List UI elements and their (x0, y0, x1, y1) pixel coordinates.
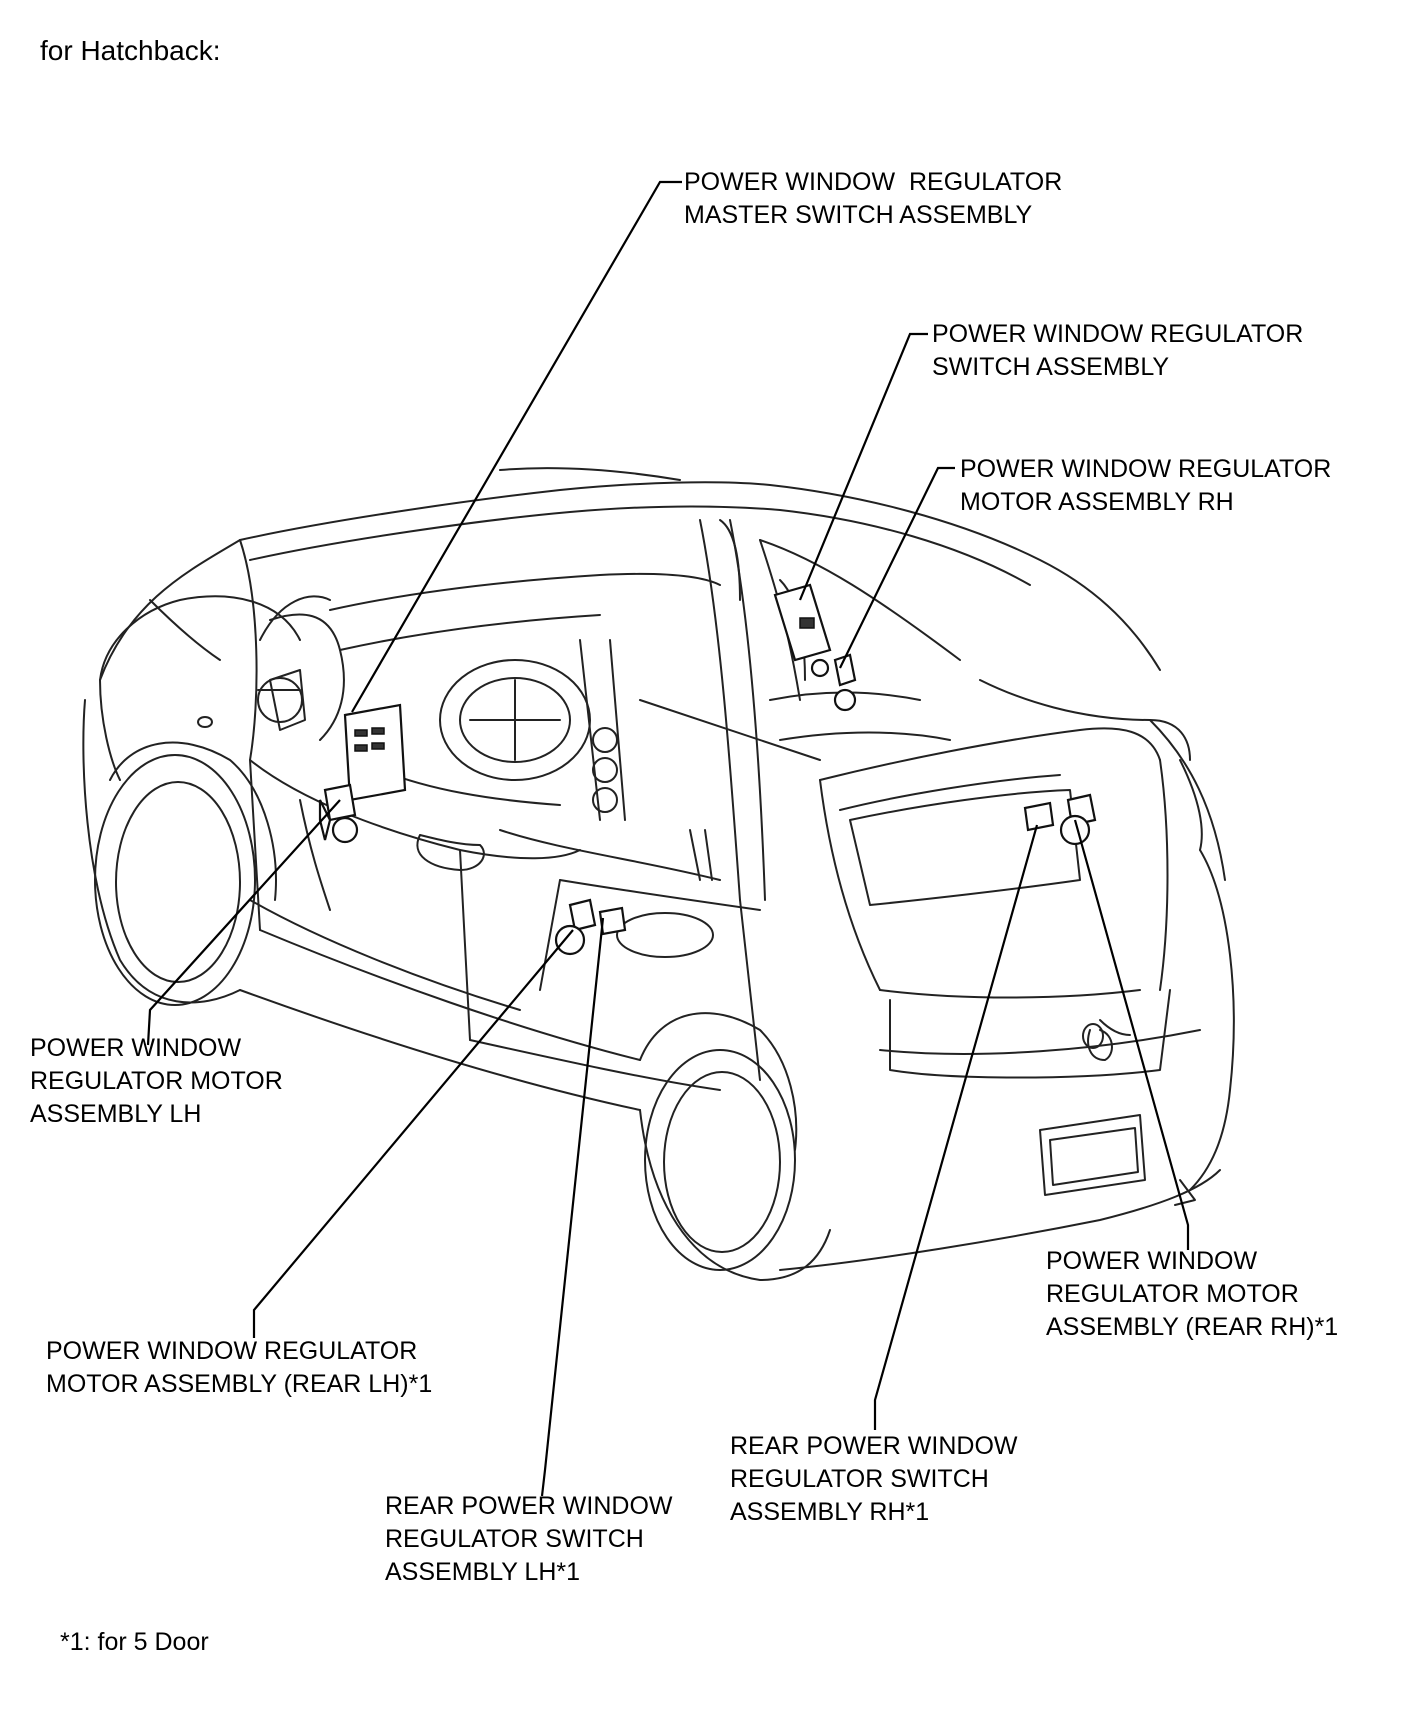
leader-rear-rh-switch (873, 824, 1039, 1430)
switch-assembly-part (773, 583, 832, 662)
master-switch-part (343, 703, 407, 802)
car-body-outline (82, 467, 1235, 1281)
label-motor-assembly-rear-lh: POWER WINDOW REGULATOR MOTOR ASSEMBLY (R… (46, 1337, 433, 1398)
rear-lh-motor-part (554, 898, 597, 956)
leader-master-switch (351, 180, 682, 713)
leader-switch-assembly (798, 332, 928, 601)
footnote: *1: for 5 Door (60, 1628, 209, 1656)
leader-rear-rh-motor (1073, 819, 1190, 1250)
leader-motor-rh (839, 466, 955, 669)
diagram-title: for Hatchback: (40, 35, 221, 66)
leader-rear-lh-motor (252, 929, 574, 1338)
label-master-switch-assembly: POWER WINDOW REGULATOR MASTER SWITCH ASS… (684, 168, 1063, 229)
label-motor-assembly-rh: POWER WINDOW REGULATOR MOTOR ASSEMBLY RH (960, 455, 1332, 516)
label-rear-switch-assembly-lh: REAR POWER WINDOW REGULATOR SWITCH ASSEM… (385, 1492, 673, 1586)
rear-rh-switch-part (1023, 801, 1055, 832)
label-motor-assembly-rear-rh: POWER WINDOW REGULATOR MOTOR ASSEMBLY (R… (1046, 1247, 1339, 1341)
leader-motor-lh (146, 799, 341, 1046)
rear-rh-motor-part (1059, 793, 1097, 846)
label-rear-switch-assembly-rh: REAR POWER WINDOW REGULATOR SWITCH ASSEM… (730, 1432, 1018, 1526)
motor-lh-part (318, 783, 359, 844)
motor-rh-part (810, 653, 857, 712)
label-switch-assembly: POWER WINDOW REGULATOR SWITCH ASSEMBLY (932, 320, 1304, 381)
leader-rear-lh-switch (540, 917, 605, 1497)
label-motor-assembly-lh: POWER WINDOW REGULATOR MOTOR ASSEMBLY LH (30, 1034, 283, 1128)
